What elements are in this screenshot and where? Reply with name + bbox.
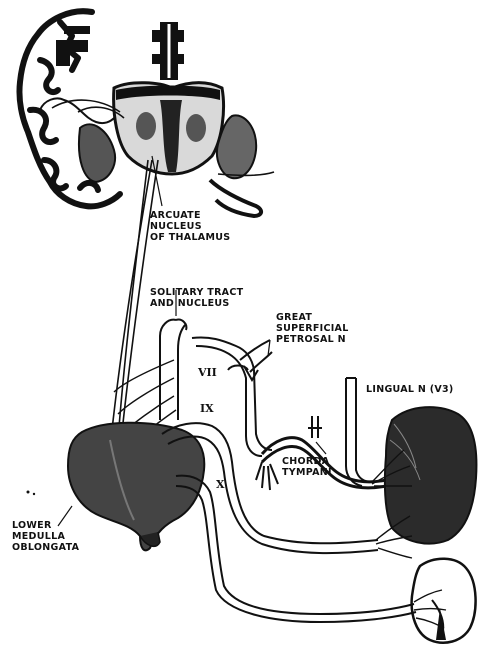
chorda-label-line-1: CHORDA [282, 456, 332, 467]
great-petrosal-line-2: SUPERFICIAL [276, 323, 349, 334]
cranial-nerve-ix-label: IX [200, 402, 214, 415]
arcuate-nucleus-label: ARCUATE NUCLEUS OF THALAMUS [150, 210, 230, 243]
thalamus [114, 83, 224, 174]
chorda-stub [308, 416, 322, 438]
chorda-label-line-2: TYMPANI [282, 467, 332, 478]
stray-dots [27, 491, 36, 496]
cranial-nerve-vii-label: VII [198, 366, 217, 379]
cranial-nerve-x-label: X [216, 478, 225, 491]
solitary-tract [160, 320, 186, 420]
solitary-label-line-1: SOLITARY TRACT [150, 287, 243, 298]
lower-medulla-line-1: LOWER [12, 520, 79, 531]
lingual-nerve-label: LINGUAL N (V3) [366, 384, 454, 395]
lower-medulla-line-2: MEDULLA [12, 531, 79, 542]
geniculate-terminal [256, 462, 278, 490]
great-petrosal-line-3: PETROSAL N [276, 334, 349, 345]
arcuate-label-line-1: ARCUATE [150, 210, 230, 221]
arcuate-label-line-2: NUCLEUS [150, 221, 230, 232]
chorda-tympani-label: CHORDA TYMPANI [282, 456, 332, 478]
cortex-flags [56, 26, 90, 66]
solitary-tract-label: SOLITARY TRACT AND NUCLEUS [150, 287, 243, 309]
lower-medulla-label: LOWER MEDULLA OBLONGATA [12, 520, 79, 553]
great-petrosal-label: GREAT SUPERFICIAL PETROSAL N [276, 312, 349, 345]
solitary-label-line-2: AND NUCLEUS [150, 298, 243, 309]
arcuate-label-line-3: OF THALAMUS [150, 232, 230, 243]
left-insula [79, 124, 115, 182]
lower-medulla-line-3: OBLONGATA [12, 542, 79, 553]
epiglottis-region [412, 559, 476, 643]
great-petrosal-line-1: GREAT [276, 312, 349, 323]
